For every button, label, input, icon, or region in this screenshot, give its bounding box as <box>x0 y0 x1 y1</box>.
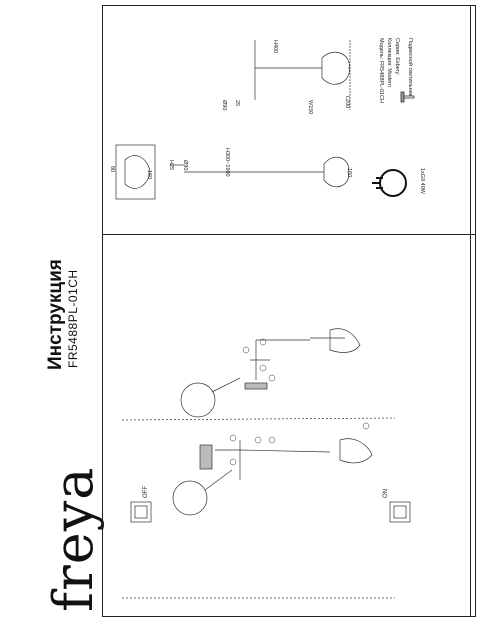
shade-lower <box>339 438 373 464</box>
spec-type: Подвесной светильник <box>407 38 413 97</box>
switch-box-off <box>130 501 152 523</box>
detail-circle-lower <box>172 480 208 516</box>
detail-circle-upper <box>180 382 216 418</box>
shade-side-long <box>323 156 349 188</box>
shade-upper <box>329 328 361 353</box>
dashed-separator-top <box>121 417 396 421</box>
switch-box-on <box>389 501 411 523</box>
ceiling-hatch-lower <box>199 444 213 470</box>
frame-divider-vertical <box>470 6 471 616</box>
ceiling-hatch-upper <box>244 382 268 390</box>
shade-top-view <box>115 144 156 200</box>
instruction-frame <box>102 5 476 617</box>
frame-divider-horizontal <box>103 234 475 235</box>
